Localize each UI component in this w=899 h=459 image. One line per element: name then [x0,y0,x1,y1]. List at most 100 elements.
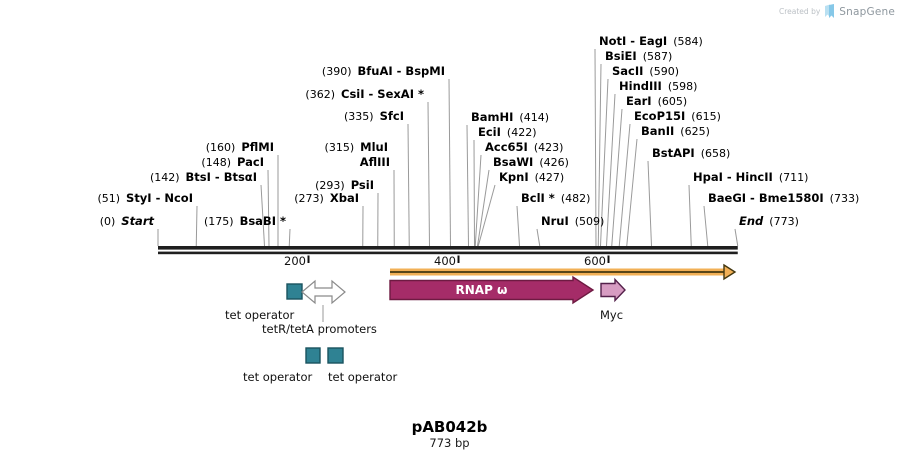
feature-rnap-arrow[interactable] [389,275,595,305]
snapgene-brand-text: SnapGene [839,5,895,18]
site-label-mlui[interactable]: (315)MluI [325,140,388,155]
site-label-psii[interactable]: (293)PsiI [315,179,374,193]
feature-myc-arrow[interactable] [600,277,626,303]
site-leader-line [536,228,541,247]
site-label-xbai[interactable]: (273)XbaI [294,192,359,206]
site-position: (426) [539,156,569,169]
site-label-sfci[interactable]: (335) SfcI [344,109,404,124]
site-label-bfuai-bspmi[interactable]: (390)BfuAI - BspMI [322,65,445,79]
site-name: HpaI - HincII [693,170,773,184]
site-name: SacII [612,64,644,78]
site-position: (711) [778,171,809,184]
feature-caption-tet-operator[interactable]: tet operator [225,308,295,322]
site-label-sacii[interactable]: SacII(590) [612,64,679,79]
feature-caption-tetr-teta-promoters[interactable]: tetR/tetA promoters [262,322,377,336]
site-label-eari[interactable]: EarI (605) [626,94,688,109]
site-label-hindiii[interactable]: HindIII(598) [619,79,697,94]
site-position: (51) [97,192,121,205]
site-name: BaeGI - Bme1580I [708,191,824,205]
site-leader-line [260,184,265,247]
site-name: MluI [360,140,388,154]
ruler-tick [607,255,610,263]
map-length: 773 bp [429,436,470,450]
site-name: PflMI [241,140,274,154]
feature-caption-tet-operator[interactable]: tet operator [243,370,313,384]
site-label-hpai-hincii[interactable]: HpaI - HincII (711) [693,170,809,185]
site-label-bstapi[interactable]: BstAPI(658) [652,147,730,161]
site-name: HindIII [619,79,662,93]
watermark: Created by SnapGene [779,4,895,19]
feature-tetr-teta-promoters-double-arrow[interactable] [301,279,346,305]
site-label-nrui[interactable]: NruI(509) [541,215,604,229]
site-name: NotI - EagI [599,34,668,48]
site-name: EciI [478,125,501,139]
site-leader-line [597,63,602,247]
map-title: pAB042b [411,418,488,436]
created-by-text: Created by [779,7,821,16]
site-label-kpni[interactable]: KpnI(427) [499,170,564,185]
site-position: (293) [315,179,345,192]
site-leader-line [647,160,652,247]
feature-tet-operator-box[interactable] [305,347,321,364]
site-leader-line [516,205,520,247]
site-leader-line [474,154,482,247]
site-name: BclI * [521,191,555,205]
feature-tet-operator-box[interactable] [286,283,303,300]
feature-tet-operator-box[interactable] [327,347,344,364]
site-leader-line [427,101,430,247]
site-label-acc65i[interactable]: Acc65I(423) [485,141,563,155]
site-label-csii-sexai[interactable]: (362)CsiI - SexAI * [305,88,424,102]
feature-caption-tet-operator[interactable]: tet operator [328,370,398,384]
site-label-afliii[interactable]: AflIII [360,156,390,169]
site-label-bsawi[interactable]: BsaWI (426) [493,155,569,170]
site-name: BsaWI [493,155,534,169]
site-position: (605) [657,95,688,108]
site-name: KpnI [499,170,529,184]
site-position: (584) [673,35,703,48]
site-position: (615) [691,110,721,123]
site-position: (273) [294,192,324,205]
site-leader-line [477,169,490,247]
site-label-paci[interactable]: (148)PacI [201,156,264,170]
site-label-start[interactable]: (0)Start [100,215,154,229]
site-label-pflmi[interactable]: (160)PflMI [206,140,274,155]
site-name: BsiEI [605,49,637,63]
site-label-bcli[interactable]: BclI *(482) [521,191,590,206]
site-name: SfcI [379,109,404,123]
site-position: (335) [344,110,374,123]
feature-caption-myc[interactable]: Myc [600,308,624,322]
ruler-number: 200 [284,254,306,268]
site-label-bamhi[interactable]: BamHI(414) [471,111,549,125]
site-label-bsiei[interactable]: BsiEI (587) [605,49,673,64]
site-label-noti-eagi[interactable]: NotI - EagI (584) [599,34,703,49]
site-leader-line [267,169,270,247]
site-position: (587) [642,50,673,63]
site-name: End [739,214,764,228]
site-name: AflIII [359,155,390,169]
site-label-banii[interactable]: BanII(625) [641,125,710,139]
site-label-ecop15i[interactable]: EcoP15I(615) [634,110,721,124]
site-name: EarI [626,94,652,108]
site-leader-line [611,108,623,247]
ruler-number: 600 [584,254,606,268]
site-position: (362) [305,88,336,101]
site-label-end[interactable]: End(773) [739,214,799,229]
site-label-styi-ncoi[interactable]: (51) StyI - NcoI [97,191,193,206]
site-leader-line [703,205,709,247]
site-label-btsi-bts-i[interactable]: (142)BtsI - BtsαI [150,171,257,185]
map-title-block: pAB042b 773 bp [0,418,899,451]
site-position: (733) [829,192,860,205]
site-name: StyI - NcoI [126,191,193,205]
site-leader-line [195,205,198,247]
sequence-line-bottom [158,251,738,255]
site-label-ecii[interactable]: EciI(422) [478,125,537,140]
site-position: (625) [680,125,710,138]
site-leader-line [626,138,638,247]
site-leader-line [407,123,410,247]
site-label-bsabi[interactable]: (175)BsaBI * [204,215,286,229]
feature-label-rnap[interactable]: RNAP ω [455,283,508,297]
site-leader-line [594,48,597,247]
site-position: (148) [201,156,232,169]
site-label-baegi-bme1580i[interactable]: BaeGI - Bme1580I (733) [708,191,860,206]
site-leader-line [618,123,631,247]
